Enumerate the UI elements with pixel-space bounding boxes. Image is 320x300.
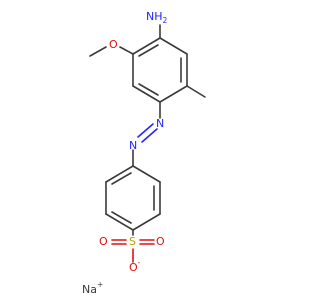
- molecule-structure: NH2 O N N S O O O- Na+: [82, 10, 206, 296]
- sulfonyl-oxygen-label: O: [156, 235, 165, 248]
- bond: [132, 37, 161, 55]
- bond-methyl: [186, 85, 206, 98]
- bond-inner: [111, 172, 132, 185]
- bond: [105, 213, 134, 231]
- bond: [132, 213, 161, 231]
- sodium-label: Na+: [82, 280, 103, 296]
- bond: [132, 165, 161, 183]
- upper-benzene-ring: [132, 37, 188, 103]
- bond: [132, 85, 161, 103]
- bond: [159, 85, 188, 103]
- lower-benzene-ring: [105, 165, 161, 231]
- azo-nitrogen-label: N: [129, 139, 137, 152]
- oxide-oxygen-label: O-: [129, 258, 141, 274]
- bond-inner: [138, 83, 159, 96]
- bond-inner: [111, 211, 132, 224]
- sulfonyl-oxygen-label: O: [99, 235, 108, 248]
- bond-c-o-methoxy: [119, 46, 134, 55]
- azo-double-bond: [141, 128, 158, 143]
- azo-nitrogen-label: N: [156, 117, 164, 130]
- bond: [105, 165, 134, 183]
- bond-o-methyl: [89, 46, 107, 57]
- sulfur-label: S: [129, 235, 136, 248]
- bond-inner: [138, 44, 159, 57]
- amine-label: NH2: [146, 10, 168, 25]
- methoxy-oxygen-label: O: [109, 38, 118, 51]
- azo-double-bond: [137, 123, 154, 138]
- bond: [159, 37, 188, 55]
